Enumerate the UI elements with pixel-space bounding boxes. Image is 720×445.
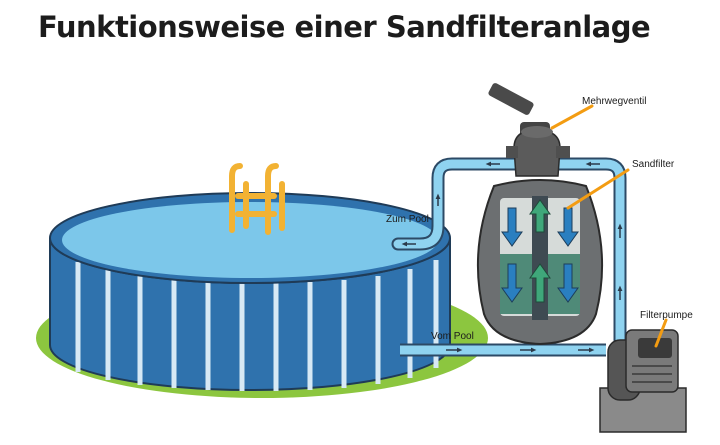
filter-pump — [599, 329, 687, 433]
callout-sandfilter — [566, 168, 630, 210]
sand-filter-tank — [476, 179, 604, 346]
multiport-valve — [488, 83, 570, 177]
label-sandfilter: Sandfilter — [632, 159, 675, 170]
label-zum-pool: Zum Pool — [386, 214, 429, 225]
flow-arrows — [401, 161, 623, 353]
callout-mehrwegventil — [550, 104, 594, 130]
pool — [49, 192, 451, 391]
pool-ladder — [229, 163, 285, 235]
label-vom-pool: Vom Pool — [431, 331, 474, 342]
page-title: Funktionsweise einer Sandfilteranlage — [38, 10, 651, 44]
callout-filterpumpe — [654, 318, 668, 348]
label-filterpumpe: Filterpumpe — [640, 310, 693, 321]
pool-water — [62, 202, 438, 278]
label-mehrwegventil: Mehrwegventil — [582, 96, 646, 107]
